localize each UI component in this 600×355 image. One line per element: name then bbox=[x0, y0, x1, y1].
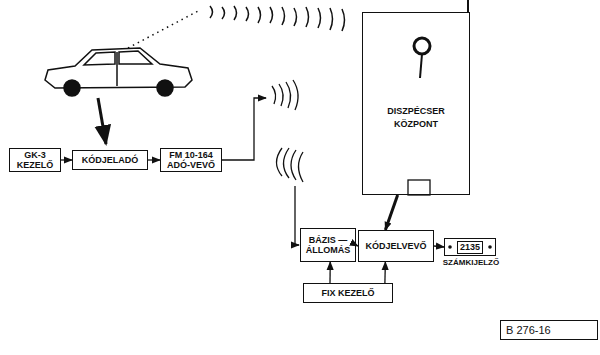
display-number: 2135 bbox=[457, 241, 483, 254]
flow-arrow bbox=[356, 245, 358, 246]
decoder-box: KÓDJELVEVŐ bbox=[358, 230, 434, 262]
flow-arrow bbox=[329, 262, 331, 283]
dispatch-door bbox=[408, 180, 430, 195]
flow-arrow bbox=[384, 262, 386, 283]
car bbox=[45, 48, 192, 96]
flow-arrow bbox=[385, 195, 397, 230]
building-label: DISZPÉCSER KÖZPONT bbox=[376, 105, 456, 131]
base-station-box: BÁZIS — ÁLLOMÁS bbox=[300, 228, 356, 262]
coder-box: KÓDJELADÓ bbox=[72, 150, 148, 170]
tower-mast bbox=[467, 0, 469, 12]
box-label: KÓDJELADÓ bbox=[82, 155, 139, 165]
control-unit-box: GK-3 KEZELŐ bbox=[9, 148, 61, 172]
flow-arrow bbox=[434, 246, 444, 247]
box-label: GK-3 KEZELŐ bbox=[10, 150, 60, 170]
box-label: BÁZIS — ÁLLOMÁS bbox=[301, 235, 355, 255]
flow-arrow bbox=[148, 159, 160, 160]
radio-waves bbox=[210, 6, 345, 31]
figure-id-box: B 276-16 bbox=[500, 320, 598, 340]
number-display: 2135SZÁMKIJELZŐ bbox=[444, 238, 496, 256]
car-antenna-signal bbox=[128, 10, 200, 48]
dispatch-building: DISZPÉCSER KÖZPONT bbox=[362, 12, 470, 195]
dispatch-antenna-stem bbox=[420, 54, 422, 78]
receive-line bbox=[295, 186, 299, 245]
transceiver-box: FM 10-164 ADÓ-VEVŐ bbox=[160, 148, 222, 172]
figure-id: B 276-16 bbox=[506, 324, 551, 336]
box-label: FM 10-164 ADÓ-VEVŐ bbox=[161, 150, 221, 170]
box-label: FIX KEZELŐ bbox=[321, 288, 374, 298]
flow-arrow bbox=[61, 159, 72, 160]
dispatch-antenna bbox=[414, 38, 430, 54]
fixed-control-box: FIX KEZELŐ bbox=[303, 283, 393, 303]
transmit-waves bbox=[272, 80, 298, 110]
transmit-line bbox=[222, 98, 266, 160]
car-to-coder-arrow bbox=[98, 98, 106, 144]
display-dot bbox=[448, 245, 452, 249]
display-dot bbox=[488, 245, 492, 249]
receive-waves bbox=[277, 148, 304, 182]
display-caption: SZÁMKIJELZŐ bbox=[431, 258, 511, 268]
box-label: KÓDJELVEVŐ bbox=[366, 241, 427, 251]
